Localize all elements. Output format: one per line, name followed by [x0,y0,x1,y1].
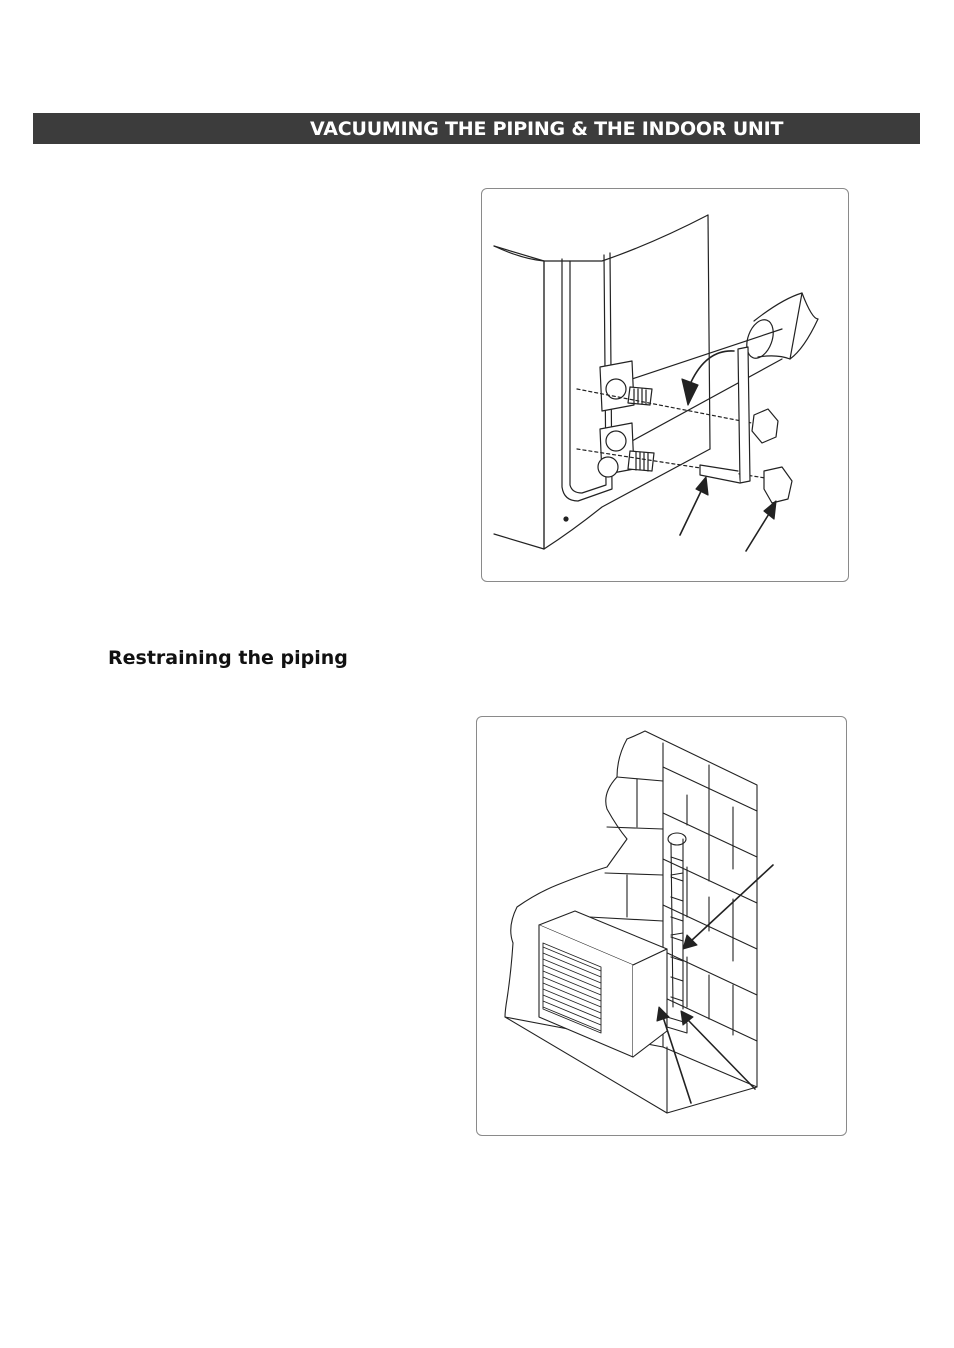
section-title: VACUUMING THE PIPING & THE INDOOR UNIT [310,118,784,140]
restraining-figure [476,716,847,1136]
restraining-heading: Restraining the piping [108,647,348,669]
outdoor-unit-wall-illustration-icon [504,730,774,1114]
service-valve-figure [481,188,849,582]
service-valve-illustration-icon [493,214,819,552]
section-header-bar: VACUUMING THE PIPING & THE INDOOR UNIT [33,113,920,144]
